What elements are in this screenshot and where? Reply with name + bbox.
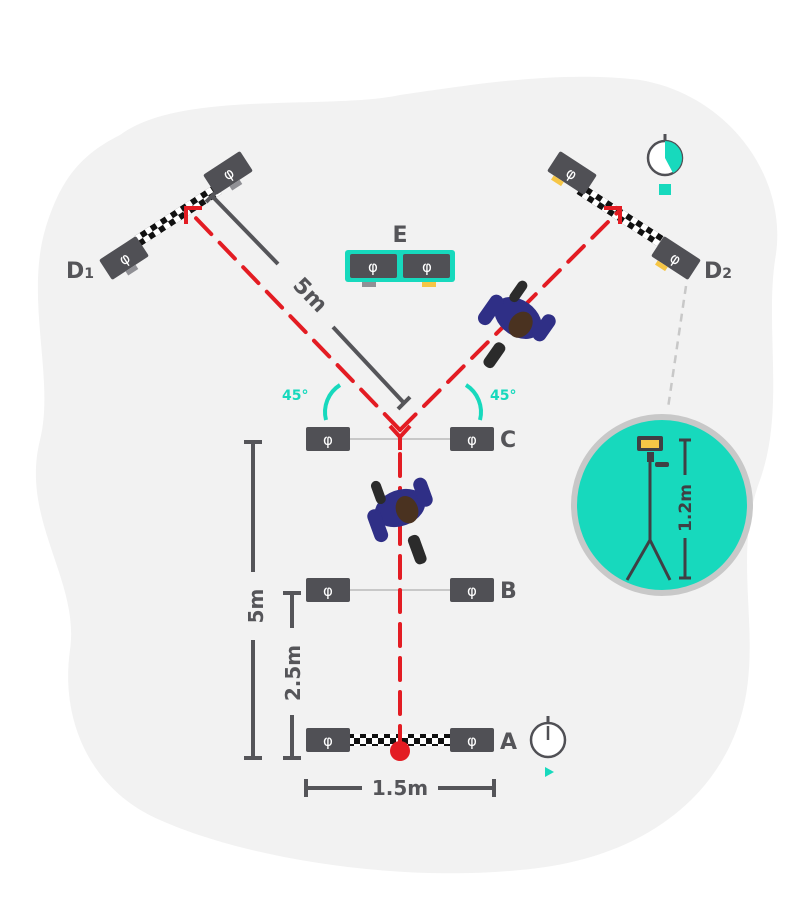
gate-b-left: φ	[306, 578, 350, 602]
gate-symbol: φ	[467, 732, 477, 750]
gate-c-left: φ	[306, 427, 350, 451]
angle-arc-left	[323, 383, 342, 421]
tripod-camera-icon	[625, 436, 672, 581]
gate-c-label: C	[500, 428, 516, 453]
gate-symbol: φ	[368, 258, 378, 276]
stopwatch-end-icon	[646, 134, 684, 195]
athlete-top-view-icon	[477, 280, 556, 369]
dimension-width-label: 1.5m	[372, 776, 428, 800]
dimension-a-to-b-label: 2.5m	[281, 645, 305, 701]
gate-c-right: φ	[450, 427, 494, 451]
arrow-head-d2	[604, 206, 622, 224]
gate-d2-bottom: φ	[651, 236, 701, 280]
gate-a-right: φ	[450, 728, 494, 752]
gate-d2-label: D2	[704, 259, 732, 284]
angle-left-label: 45°	[282, 388, 308, 404]
athlete-top-view-icon	[367, 477, 433, 565]
tripod-leader-line	[666, 285, 688, 409]
tripod-height-label: 1.2m	[676, 484, 696, 532]
background-area	[35, 76, 778, 874]
gate-symbol: φ	[323, 431, 333, 449]
run-path-fork	[388, 424, 412, 450]
angle-arc-right	[464, 383, 483, 421]
gate-d1-checkered-line	[134, 183, 222, 247]
gate-d1-label: D1	[66, 259, 94, 284]
gate-d2-top: φ	[547, 151, 597, 195]
stopwatch-start-icon	[529, 716, 567, 777]
start-point	[390, 741, 410, 761]
gate-symbol: φ	[422, 258, 432, 276]
gate-b-label: B	[500, 579, 517, 604]
gate-d1-bottom: φ	[99, 236, 149, 280]
dimension-a-to-b	[283, 591, 301, 760]
gate-d1-top: φ	[203, 151, 253, 195]
dimension-width	[304, 779, 496, 797]
gate-symbol: φ	[323, 732, 333, 750]
gate-e: φ φ	[345, 250, 455, 287]
tripod-detail: 1.2m	[571, 414, 753, 596]
gate-a-label: A	[500, 730, 517, 755]
gate-symbol: φ	[467, 582, 477, 600]
gate-symbol: φ	[467, 431, 477, 449]
gate-symbol: φ	[323, 582, 333, 600]
dimension-a-to-c-label: 5m	[244, 589, 268, 624]
gate-e-label: E	[392, 223, 407, 248]
arrow-head-d1	[184, 206, 202, 224]
dimension-a-to-c	[244, 440, 262, 760]
gate-a-left: φ	[306, 728, 350, 752]
angle-right-label: 45°	[490, 388, 516, 404]
gate-b-right: φ	[450, 578, 494, 602]
